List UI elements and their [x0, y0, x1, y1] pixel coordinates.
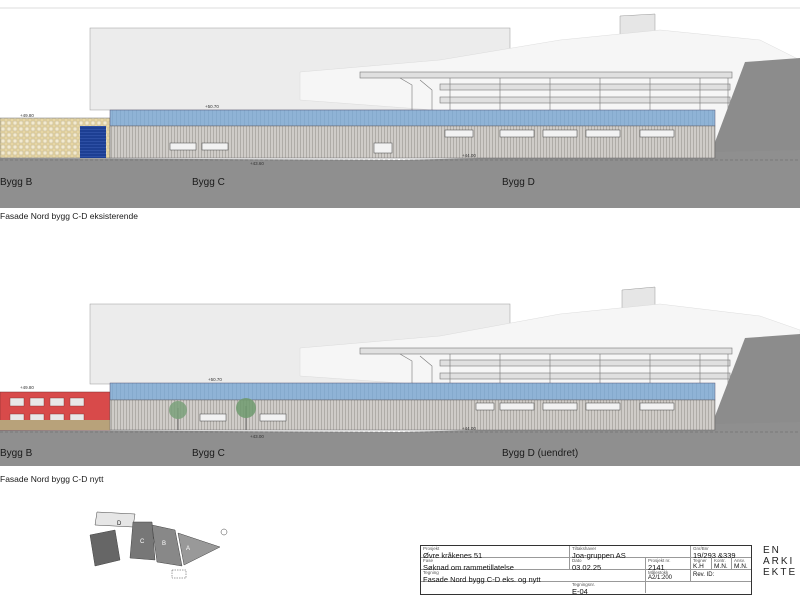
hall-windows	[169, 129, 675, 154]
tb-client: Tiltakshaver Joa-gruppen AS	[570, 546, 691, 560]
plan-outline	[171, 569, 187, 579]
tb-drawn: Tegner K.H	[691, 558, 712, 570]
logo-line: EN	[763, 545, 797, 556]
tb-key: Tegning	[423, 570, 439, 575]
upper-bygg-b-label: Bygg B	[0, 177, 33, 188]
tb-key: Kontr.	[714, 558, 726, 563]
plan-label: A	[186, 546, 190, 552]
tb-value: A2/1:200	[648, 575, 673, 581]
tb-value: Fasade Nord bygg C-D eks. og nytt	[423, 575, 541, 584]
tb-rev: Rev. ID:	[691, 570, 751, 582]
level-mark: +50.70	[205, 104, 219, 109]
lower-bygg-c-label: Bygg C	[192, 448, 225, 459]
level-mark: +43.00	[250, 434, 264, 439]
level-mark: +44.00	[462, 153, 476, 158]
ground-band	[0, 150, 800, 208]
plan-block-d	[94, 511, 136, 528]
tb-value: E-04	[572, 587, 588, 596]
tb-key: Prosjekt	[423, 546, 440, 551]
tree-icon	[236, 398, 256, 430]
tb-scale: Målestokk A2/1:200	[646, 570, 691, 582]
tb-value: Øvre kråkenes 51	[423, 551, 483, 560]
tb-date: Dato 03.02.25	[570, 558, 646, 572]
firm-logo: EN ARKI EKTE	[763, 545, 797, 578]
tb-project: Prosjekt Øvre kråkenes 51	[421, 546, 570, 560]
ground-band	[0, 422, 800, 466]
logo-text: EN	[763, 545, 781, 556]
parking-deck	[359, 71, 733, 112]
lower-elevation: +49.80 +50.70 +44.00 +43.00	[0, 286, 800, 466]
level-mark: +43.60	[250, 161, 264, 166]
plan-label: B	[162, 541, 166, 547]
hall-windows	[199, 402, 675, 422]
level-mark: +49.80	[20, 385, 34, 390]
upper-bygg-d-label: Bygg D	[502, 177, 535, 188]
site-plan: D C B A	[89, 511, 228, 579]
parking-deck	[359, 347, 733, 386]
tb-gnr: Gnr/Bnr 19/293 &339	[691, 546, 751, 560]
tb-value: M.N.	[734, 563, 748, 570]
lower-bygg-b-label: Bygg B	[0, 448, 33, 459]
upper-bygg-c-label: Bygg C	[192, 177, 225, 188]
lower-bygg-d-label: Bygg D (uendret)	[502, 448, 579, 459]
tb-key: Fase	[423, 558, 434, 563]
lower-elevation-title: Fasade Nord bygg C-D nytt	[0, 474, 104, 484]
tb-value: 19/293 &339	[693, 551, 736, 560]
tb-key: Dato	[572, 558, 582, 563]
tb-key: Målestokk	[648, 570, 669, 575]
tb-value: M.N.	[714, 563, 728, 570]
logo-line: ARKI	[763, 556, 795, 567]
logo-line: EKTE	[763, 567, 798, 578]
tb-key: Ansv.	[734, 558, 745, 563]
tb-value: K.H	[693, 563, 704, 570]
level-mark: +44.00	[462, 426, 476, 431]
tb-value: Joa-gruppen AS	[572, 551, 626, 560]
plan-block	[89, 529, 121, 567]
title-block: Prosjekt Øvre kråkenes 51 Tiltakshaver J…	[420, 545, 752, 596]
tree-icon	[169, 401, 187, 430]
bygg-b-base	[0, 420, 110, 430]
plan-block-c	[129, 521, 156, 561]
tb-approved: Ansv. M.N.	[732, 558, 751, 570]
tb-phase: Fase Søknad om rammetillatelse	[421, 558, 570, 572]
hall-facade	[109, 125, 716, 159]
tb-value: 03.02.25	[572, 563, 602, 572]
tb-key: Tiltakshaver	[572, 546, 597, 551]
upper-elevation-title: Fasade Nord bygg C-D eksisterende	[0, 211, 138, 221]
tb-key: Tegner	[693, 558, 707, 563]
tb-key: Tegningsnr.	[572, 582, 596, 587]
hall-roof	[109, 382, 716, 401]
plan-label: C	[140, 539, 145, 545]
upper-elevation: +49.80 +50.70 +44.00 +43.60	[0, 7, 800, 208]
bygg-b-windows	[9, 397, 85, 423]
plan-label: D	[117, 521, 122, 527]
tb-drawing: Tegning Fasade Nord bygg C-D eks. og nyt…	[421, 570, 646, 584]
tb-value: 2141	[648, 563, 665, 572]
level-mark: +50.70	[208, 377, 222, 382]
tb-key: Prosjekt nr.	[648, 558, 671, 563]
tb-checked: Kontr. M.N.	[712, 558, 732, 570]
hall-roof	[109, 109, 716, 127]
tb-projno: Prosjekt nr. 2141	[646, 558, 691, 572]
north-icon	[220, 528, 228, 536]
bygg-b-door	[80, 126, 106, 158]
tb-value: Rev. ID:	[693, 572, 715, 578]
tb-value: Søknad om rammetillatelse	[423, 563, 514, 572]
tb-key: Gnr/Bnr	[693, 546, 709, 551]
plan-block-b	[151, 524, 183, 567]
tb-no: Tegningsnr. E-04	[570, 582, 646, 596]
plan-block-a	[177, 532, 221, 566]
level-mark: +49.80	[20, 113, 34, 118]
